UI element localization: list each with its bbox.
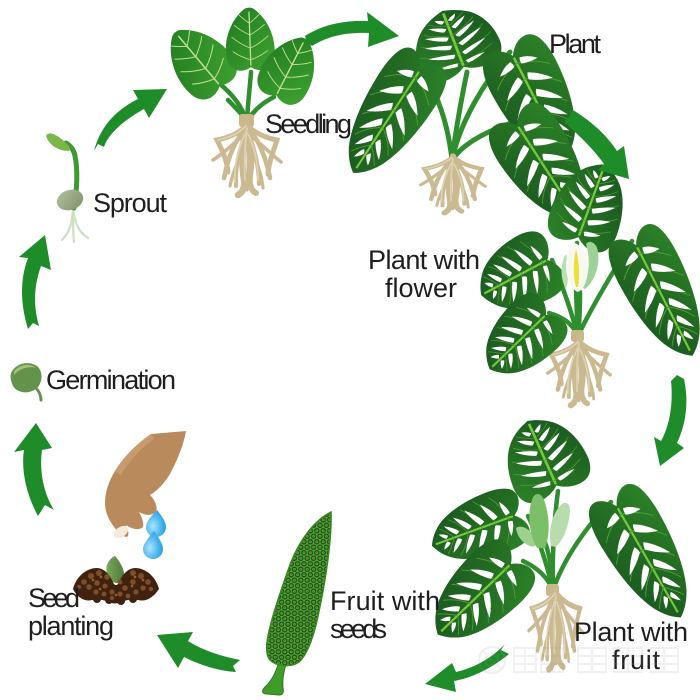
- svg-text:Seed: Seed: [28, 583, 80, 613]
- svg-text:flower: flower: [385, 273, 457, 303]
- svg-text:Plant with: Plant with: [368, 245, 480, 275]
- svg-text:Plant with: Plant with: [574, 617, 688, 647]
- svg-text:Seedling: Seedling: [265, 109, 352, 139]
- svg-text:fruit: fruit: [612, 645, 660, 675]
- svg-text:Germination: Germination: [46, 365, 176, 395]
- svg-text:Sprout: Sprout: [93, 188, 167, 218]
- svg-text:seeds: seeds: [330, 614, 387, 644]
- svg-text:Plant: Plant: [549, 29, 601, 59]
- svg-text:Fruit with: Fruit with: [330, 586, 440, 616]
- svg-text:planting: planting: [28, 611, 114, 641]
